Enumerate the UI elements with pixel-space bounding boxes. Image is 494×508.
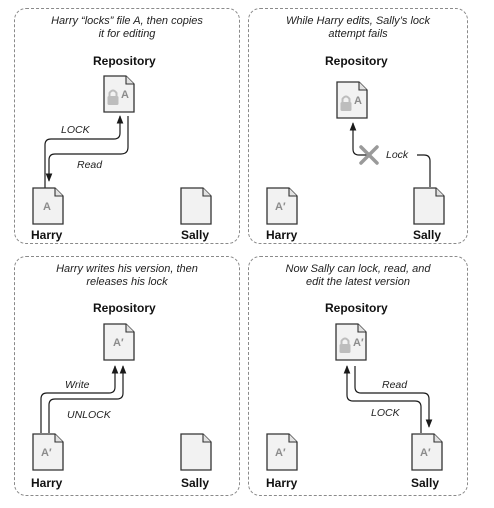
sally-file <box>413 187 447 227</box>
read-arrow <box>45 116 129 182</box>
repository-label: Repository <box>325 54 388 68</box>
arrow-label-write: Write <box>65 379 90 391</box>
sally-label: Sally <box>181 228 210 242</box>
unlock-arrow <box>48 365 127 433</box>
repository-file: A <box>336 81 370 121</box>
arrow-label-lock: Lock <box>386 149 409 161</box>
repository-file-letter: A′ <box>353 337 364 349</box>
harry-label: Harry <box>266 228 298 242</box>
sally-label: Sally <box>411 476 440 490</box>
lock-arrow <box>44 115 124 189</box>
harry-file: A′ <box>266 433 300 473</box>
panel-lock-fails: While Harry edits, Sally’s lock attempt … <box>248 8 468 244</box>
arrow-label-unlock: UNLOCK <box>67 409 111 421</box>
x-mark-icon <box>359 145 379 165</box>
connector-lines <box>44 115 129 189</box>
panel-caption: Harry writes his version, then releases … <box>56 263 198 288</box>
harry-file-letter: A′ <box>275 447 286 459</box>
repository-label: Repository <box>325 301 388 315</box>
panel-caption: While Harry edits, Sally’s lock attempt … <box>285 15 431 40</box>
arrow-label-lock: LOCK <box>61 124 90 136</box>
repository-file: A <box>103 75 137 115</box>
repository-file-letter: A <box>354 95 362 107</box>
panel-sally-locks: Now Sally can lock, read, and edit the l… <box>248 256 468 496</box>
harry-file: A <box>32 187 66 227</box>
repository-label: Repository <box>93 54 156 68</box>
sally-label: Sally <box>413 228 442 242</box>
repository-label: Repository <box>93 301 156 315</box>
sally-file <box>180 433 214 473</box>
harry-file-letter: A′ <box>275 201 286 213</box>
repository-file-letter: A <box>121 89 129 101</box>
harry-file: A′ <box>32 433 66 473</box>
harry-label: Harry <box>266 476 298 490</box>
connector-lines <box>349 122 431 187</box>
repository-file: A′ <box>335 323 369 363</box>
lock-arrow <box>343 365 422 433</box>
padlock-icon <box>338 336 352 354</box>
padlock-icon <box>106 88 120 106</box>
arrow-label-read: Read <box>77 159 103 171</box>
repository-file-letter: A′ <box>113 337 124 349</box>
harry-file-letter: A <box>43 201 51 213</box>
panel-caption: Harry “locks” file A, then copies it for… <box>51 15 203 40</box>
sally-label: Sally <box>181 476 210 490</box>
arrow-label-read: Read <box>382 379 408 391</box>
padlock-icon <box>339 94 353 112</box>
panel-caption: Now Sally can lock, read, and edit the l… <box>285 263 431 288</box>
connector-lines <box>343 365 433 433</box>
panel-lock-and-copy: Harry “locks” file A, then copies it for… <box>14 8 240 244</box>
harry-file: A′ <box>266 187 300 227</box>
sally-file: A′ <box>411 433 445 473</box>
harry-file-letter: A′ <box>41 447 52 459</box>
connector-lines <box>40 365 127 433</box>
harry-label: Harry <box>31 476 63 490</box>
repository-file: A′ <box>103 323 137 363</box>
write-arrow <box>40 365 119 433</box>
harry-label: Harry <box>31 228 63 242</box>
panel-write-and-unlock: Harry writes his version, then releases … <box>14 256 240 496</box>
arrow-label-lock: LOCK <box>371 407 400 419</box>
sally-file-letter: A′ <box>420 447 431 459</box>
sally-file <box>180 187 214 227</box>
read-arrow <box>354 366 433 428</box>
lock-attempt-arrow <box>349 122 371 156</box>
